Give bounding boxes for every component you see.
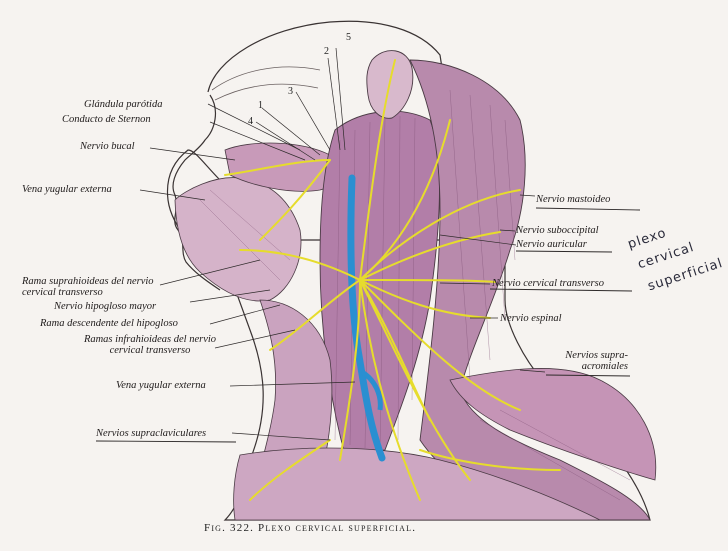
figure-caption: Fig. 322. Plexo cervical superficial. [204,522,417,534]
label-nervio-mastoideo: Nervio mastoideo [536,194,611,205]
label-number-4: 4 [248,116,253,127]
label-number-1: 1 [258,100,263,111]
label-rama-suprahioideas: Rama suprahioideas del nervio cervical t… [22,276,154,298]
label-ramas-infrahioideas: Ramas infrahioideas del nervio cervical … [83,334,217,356]
trapezius-muscle [409,59,651,521]
label-nervios-supraclaviculares: Nervios supraclaviculares [96,428,207,439]
shoulder-muscle [449,368,657,481]
label-rama-descendente: Rama descendente del hipogloso [40,318,178,329]
label-nervio-espinal: Nervio espinal [500,313,562,324]
clavicle-region [233,447,601,521]
label-glandula-parotida: Glándula parótida [84,99,163,110]
label-nervio-suboccipital: Nervio suboccipital [516,225,599,236]
label-nervio-bucal: Nervio bucal [80,141,135,152]
label-conducto-sternon: Conducto de Sternon [62,114,151,125]
label-number-3: 3 [288,86,293,97]
label-nervio-hipogloso: Nervio hipogloso mayor [54,301,157,312]
label-nervio-cervical-transverso: Nervio cervical transverso [492,278,604,289]
label-number-5: 5 [346,32,351,43]
label-underlines [95,207,641,443]
face-muscle [174,177,302,302]
vein-branch [360,369,383,411]
label-number-2: 2 [324,46,329,57]
scalp-lines [211,66,321,101]
label-nervio-auricular: Nervio auricular [516,239,587,250]
nerve-plexus [224,59,561,501]
label-nervios-supraacromiales: Nervios supra-acromiales [565,350,628,372]
label-vena-yugular-externa-bottom: Vena yugular externa [116,380,206,391]
right-leader-lines [255,47,546,373]
label-vena-yugular-externa-top: Vena yugular externa [22,184,112,195]
face-profile [172,94,221,291]
head-outline [166,20,651,521]
left-leader-lines [139,103,356,441]
